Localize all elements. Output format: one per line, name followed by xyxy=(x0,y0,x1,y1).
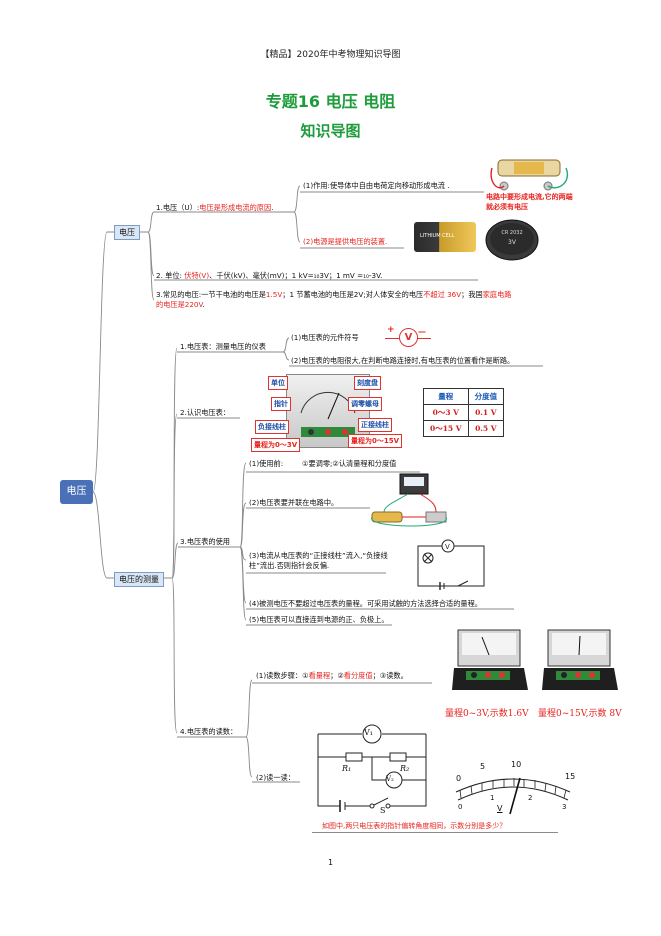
label-unit: 单位 xyxy=(268,376,288,390)
scale-top-15: 15 xyxy=(565,772,576,781)
scale-top-5: 5 xyxy=(480,762,486,771)
voltmeter-photo-15v xyxy=(542,628,618,698)
lithium-cell-image: LITHIUM CELL xyxy=(414,222,476,252)
exercise-circuit-diagram xyxy=(317,724,427,812)
battery-circuit-illustration xyxy=(490,159,569,191)
label-positive-terminal: 正接线柱 xyxy=(358,418,392,432)
label-v2: V₂ xyxy=(386,775,394,783)
question-underline xyxy=(312,832,558,833)
usage-direct-source: (5)电压表可以直接连到电源的正、负极上。 xyxy=(249,615,389,624)
voltmeter-definition: 1.电压表：测量电压的仪表 xyxy=(180,342,266,351)
label-negative-terminal: 负接线柱 xyxy=(255,420,289,434)
voltmeter-symbol: + — V xyxy=(385,325,431,349)
scale-bottom-3: 3 xyxy=(562,803,567,811)
reading-steps: (1)读数步骤：①看量程；②看分度值；③读数。 xyxy=(256,671,408,680)
scale-bottom-0: 0 xyxy=(458,803,463,811)
current-needs-voltage-note: 电路中要形成电流,它的两端就必须有电压 xyxy=(486,193,573,211)
read-exercise: (2)读一读： xyxy=(256,773,295,782)
root-node: 电压 xyxy=(60,480,93,504)
scale-top-10: 10 xyxy=(511,760,522,769)
label-range-15v: 量程为0～15V xyxy=(348,434,403,448)
label-range-3v: 量程为0～3V xyxy=(251,438,301,452)
label-v1: V₁ xyxy=(364,728,373,737)
scale-bottom-1: 1 xyxy=(490,794,495,802)
voltmeter-circuit-diagram: V xyxy=(417,539,485,590)
usage-before: (1)使用前: xyxy=(249,459,284,468)
voltmeter-symbol-item: (1)电压表的元件符号 xyxy=(291,333,359,342)
page-number: 1 xyxy=(327,858,334,867)
voltage-function: (1)作用:使导体中自由电荷定向移动形成电流 . xyxy=(303,181,450,190)
voltmeter-scale-dial xyxy=(455,777,571,815)
label-switch: S xyxy=(380,806,386,815)
scale-unit: V xyxy=(497,804,503,813)
page-header: 【精品】2020年中考物理知识导图 xyxy=(260,50,401,60)
usage-before-steps: ①要调零;②认清量程和分度值 xyxy=(302,459,397,468)
symbol-minus: — xyxy=(418,327,426,336)
usage-parallel: (2)电压表要并联在电路中。 xyxy=(249,498,339,507)
label-pointer: 指针 xyxy=(271,397,291,411)
label-zero-screw: 调零螺母 xyxy=(348,397,382,411)
usage-terminals: (3)电流从电压表的“正接线柱”流入,“负接线柱”流出.否则指针会反偏. xyxy=(249,551,388,570)
symbol-plus: + xyxy=(387,325,395,335)
caption-15v-reading: 量程0~15V,示数 8V xyxy=(538,709,622,719)
page-subtitle: 知识导图 xyxy=(300,122,361,140)
svg-text:V: V xyxy=(445,543,450,551)
common-voltages: 3.常见的电压:一节干电池的电压是1.5V；1 节蓄电池的电压是2V;对人体安全… xyxy=(156,290,512,309)
caption-3v-reading: 量程0~3V,示数1.6V xyxy=(445,709,529,719)
page-title: 专题16 电压 电阻 xyxy=(265,92,396,111)
branch-voltage: 电压 xyxy=(114,225,140,240)
voltmeter-high-resistance: (2)电压表的电阻很大,在判断电路连接时,有电压表的位置看作是断路。 xyxy=(291,356,515,365)
coin-cell-voltage: 3V xyxy=(508,239,516,246)
voltmeter-usage: 3.电压表的使用 xyxy=(180,537,230,546)
label-dial: 刻度盘 xyxy=(354,376,381,390)
voltage-units: 2. 单位: 伏特(V)、千伏(kV)、毫伏(mV)；1 kV=₁₀3V；1 m… xyxy=(156,271,383,280)
voltmeter-reading: 4.电压表的读数： xyxy=(180,727,238,736)
label-r2: R₂ xyxy=(400,764,410,773)
parallel-circuit-illustration xyxy=(371,473,447,527)
voltage-definition: 1.电压（U）:电压是形成电流的原因. xyxy=(156,203,274,212)
voltage-source: (2)电源是提供电压的装置. xyxy=(303,237,388,246)
table-row: 量程分度值 xyxy=(423,388,505,405)
branch-voltage-measurement: 电压的测量 xyxy=(114,572,164,587)
know-voltmeter: 2.认识电压表： xyxy=(180,408,230,417)
label-r1: R₁ xyxy=(342,764,352,773)
voltmeter-photo-3v xyxy=(452,628,528,698)
scale-top-0: 0 xyxy=(456,774,462,783)
coin-cell-image xyxy=(485,219,539,261)
coin-cell-model: CR 2032 xyxy=(501,230,523,236)
symbol-v: V xyxy=(399,328,418,347)
exercise-question: 如图中,两只电压表的指针偏转角度相同，示数分别是多少？ xyxy=(322,822,507,830)
scale-bottom-2: 2 xyxy=(528,794,533,802)
usage-range-limit: (4)被测电压不要超过电压表的量程。可采用试触的方法选择合适的量程。 xyxy=(249,599,482,608)
